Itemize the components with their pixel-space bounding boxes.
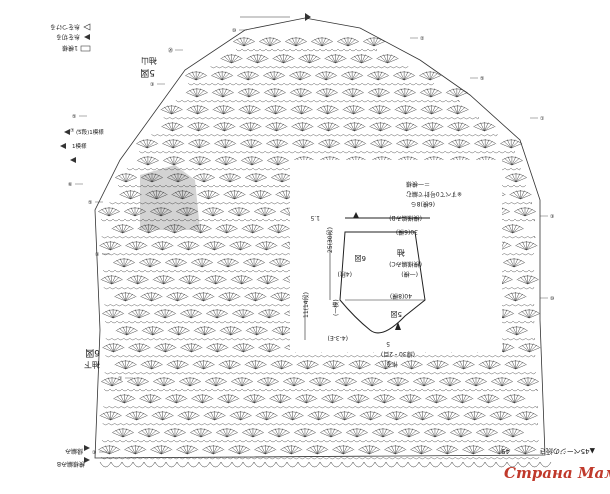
left-row-arrow-2: [60, 143, 66, 149]
left-row-label-1: (5段)1模様: [76, 128, 104, 136]
row-markers-right: ② ⑤ ① ③ ⑩: [410, 36, 555, 302]
row-marker: ⑤: [88, 200, 92, 206]
schematic-bottom-label: (縁30・2目): [381, 350, 415, 358]
schematic-side-label: (一模): [332, 299, 340, 316]
row-marker: ⑤: [480, 76, 484, 82]
schematic-bottom-sub: 作る: [386, 360, 398, 368]
schematic-side-num-top: 1.5: [310, 214, 320, 221]
figure6-label: 6図: [85, 347, 100, 358]
schematic-side-small: (4段): [338, 270, 353, 278]
schematic-bottom-num: 5: [386, 340, 390, 347]
row-marker: ①: [540, 116, 545, 122]
row-marker: ⑤: [95, 252, 99, 258]
row-marker: ③: [150, 82, 154, 88]
bottom-left-arrow-2: [84, 457, 90, 463]
schematic-arrow-up-bottom: [395, 322, 401, 330]
schematic-mid-width: 40(8模): [390, 292, 412, 300]
row-marker: ⑥: [68, 182, 73, 188]
legend-arrow-join-icon: [83, 23, 91, 31]
schematic-panel: [290, 160, 502, 352]
legend-arrow-cut-icon: [84, 34, 90, 40]
schematic-side-num-bottom: 11(14段): [302, 292, 310, 318]
row-markers-left: ⑩ ⑳ ③ ⑤ ⑦ ⑥ ⑤ ⑤ ① ③: [68, 28, 247, 456]
row-marker: ⑦: [70, 128, 75, 134]
page-reference: ▲45ページの続き: [539, 447, 595, 456]
legend-box-text: 1模様: [62, 44, 78, 52]
legend-item2-text: 糸をつける: [50, 23, 80, 31]
schematic-sleeve-shape: [339, 231, 426, 334]
schematic-arrow-up-left: [353, 212, 359, 218]
row-marker: ⑩: [232, 28, 237, 34]
bottom-left-label-pattern-b: 模様編みB: [57, 460, 85, 468]
bottom-left-arrow-1: [84, 445, 90, 451]
watermark-text: Страна Мам: [504, 464, 610, 482]
row-marker: ⑩: [550, 296, 555, 302]
schematic-top-label: (模様編みB): [389, 214, 422, 222]
schematic-top-note2: ※すべて0号針で編む: [406, 190, 462, 198]
schematic-top-note3: ＝一模様: [406, 180, 430, 188]
schematic-title: 袖: [397, 248, 405, 258]
schematic-bottom-small: (4-3-E): [328, 334, 348, 341]
row-marker: ③: [550, 214, 554, 220]
schematic-figure5: 5図: [391, 310, 402, 318]
left-row-arrow-3: [70, 157, 76, 163]
sleeve-outline: [94, 17, 546, 459]
figure6-sublabel: 袖下: [84, 360, 100, 370]
figure5-sublabel: 袖山: [141, 56, 157, 66]
left-row-label-2: 1模様: [72, 142, 87, 150]
schematic-height-label: 25(30段): [326, 227, 334, 253]
bottom-left-label-edging: 縁編み: [65, 447, 83, 455]
figure5-label: 5図: [140, 67, 155, 78]
schematic-top-width: 30(6模): [396, 228, 418, 236]
legend-box-swatch: [80, 45, 91, 52]
row-marker: ③: [92, 450, 96, 456]
legend-item1-text: 糸を切る: [56, 33, 80, 41]
schematic-subtitle: (模様編みC): [389, 260, 422, 268]
row-marker: ②: [420, 36, 425, 42]
shaded-pattern-region: [140, 165, 200, 230]
row-marker: ⑳: [168, 47, 173, 54]
row-marker: ⑤: [72, 114, 76, 120]
schematic-figure6: 6図: [355, 254, 366, 262]
row-marker: ①: [118, 376, 123, 382]
schematic-note: (一模): [401, 270, 418, 278]
schematic-top-note: (6模)8ら: [411, 200, 435, 208]
left-row-arrow-1: [64, 129, 70, 135]
page-number: 49: [501, 447, 510, 455]
top-pointer-arrow: [305, 13, 311, 21]
